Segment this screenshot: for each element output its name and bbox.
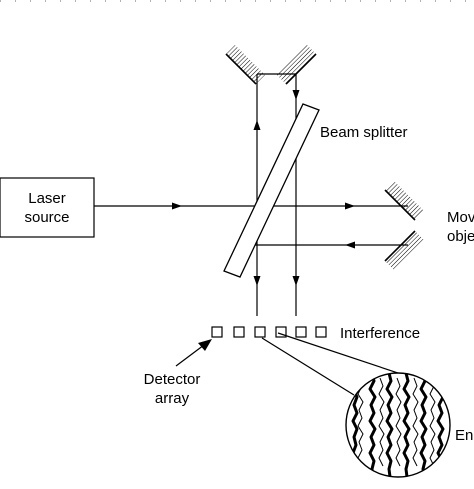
beam-paths xyxy=(94,73,408,316)
detector-element xyxy=(275,326,287,338)
beam-splitter-label: Beam splitter xyxy=(320,124,408,141)
beam-splitter-plate xyxy=(223,103,320,278)
interference-label: Interference xyxy=(340,325,420,342)
detector-element xyxy=(254,326,266,338)
laser-source: Laser source xyxy=(0,177,95,238)
laser-label-line1: Laser xyxy=(28,190,66,207)
detector-element xyxy=(233,326,245,338)
fringe-magnifier xyxy=(345,372,451,478)
top-mirrors xyxy=(225,45,317,85)
detector-label-line1: Detector xyxy=(144,371,201,388)
detector-element xyxy=(315,326,327,338)
moving-object-label-line1: Mov xyxy=(447,209,474,226)
enlarged-label: En xyxy=(455,427,473,444)
detector-array xyxy=(211,326,327,338)
moving-object-label-line2: obje xyxy=(447,228,474,245)
detector-element xyxy=(211,326,223,338)
detector-element xyxy=(295,326,307,338)
moving-object-mirrors xyxy=(384,181,424,270)
beam-arrows xyxy=(172,90,355,286)
detector-pointer xyxy=(175,339,212,367)
laser-label-line2: source xyxy=(24,209,69,226)
detector-label-line2: array xyxy=(155,390,190,407)
